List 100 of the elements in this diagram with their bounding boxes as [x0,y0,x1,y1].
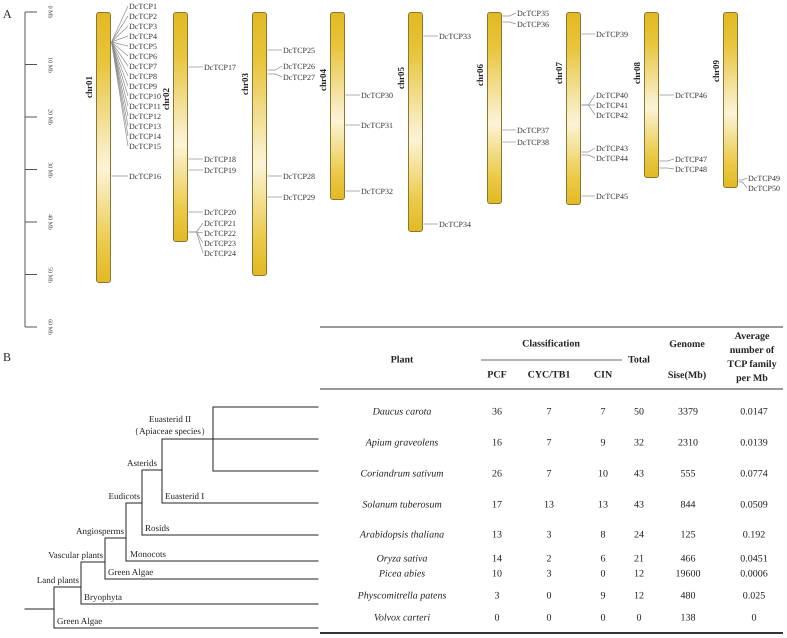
gene-label: DcTCP15 [129,142,161,150]
gene-label: DcTCP31 [361,120,393,130]
table-value: 0.025 [742,590,766,602]
gene-label: DcTCP18 [204,154,236,164]
species-name: Physcomitrella patens [358,590,446,602]
gene-label: DcTCP13 [129,122,161,130]
gene-label: DcTCP30 [361,90,393,100]
leader-line [267,66,282,70]
leader-line [111,42,128,46]
gene-label: DcTCP40 [596,90,628,100]
clade-label: Asterids [127,458,157,468]
table-value: 7 [546,468,552,480]
clade-label: Bryophyta [84,592,122,602]
clade-label: Euasterid I [165,491,204,501]
chromosome-label: chr07 [554,62,564,84]
leader-line [267,74,282,78]
leader-line [111,26,128,42]
table-value: 36 [492,406,502,418]
leader-line [659,168,674,170]
table-value: 7 [546,406,552,418]
table-value: 0.0006 [740,568,768,580]
table-value: 21 [634,553,644,565]
gene-label: DcTCP12 [129,112,161,120]
clade-label: Green Algae [108,567,154,577]
leader-line [738,178,748,180]
table-value: 125 [680,529,696,541]
gene-label: DcTCP23 [204,238,236,248]
leader-line [659,158,674,162]
leader-line [188,66,204,68]
table-value: 555 [680,468,696,480]
table-value: 0 [636,612,642,624]
gene-label: DcTCP26 [283,62,315,70]
clade-label: Vascular plants [48,550,103,560]
chromosome-label: chr02 [161,88,171,110]
leader-line [345,190,360,192]
table-value: 9 [600,590,606,602]
clade-label: Eudicots [108,491,140,501]
species-name: Solanum tuberosum [362,499,442,511]
clade-label: Green Algae [57,616,102,626]
table-value: 9 [600,437,606,449]
table-value: 43 [634,468,644,480]
table-value: 0.0147 [740,406,768,418]
table-value: 12 [634,568,644,580]
table-value: 466 [680,553,696,565]
leader-line [188,158,204,160]
table-value: 10 [492,568,502,580]
gene-label: DcTCP36 [517,20,549,28]
gene-label: DcTCP28 [283,172,315,180]
column-header: Classification [522,338,580,350]
table-value: 0 [600,568,606,580]
chromosome-label: chr08 [632,62,642,84]
table-value: 32 [634,437,644,449]
table-value: 7 [546,437,552,449]
table-value: 0.0451 [740,553,768,565]
gene-label: DcTCP41 [596,100,628,110]
column-header: CIN [594,369,612,381]
gene-label: DcTCP22 [204,228,236,238]
gene-label: DcTCP25 [283,46,315,54]
gene-label: DcTCP38 [517,138,549,146]
gene-label: DcTCP37 [517,126,549,134]
table-value: 2310 [678,437,698,449]
gene-label: DcTCP6 [129,52,157,60]
gene-label: DcTCP4 [129,32,157,40]
table-value: 3379 [678,406,698,418]
gene-label: DcTCP14 [129,132,161,140]
table-value: 13 [598,499,608,511]
gene-label: DcTCP3 [129,22,157,30]
gene-label: DcTCP29 [283,192,315,202]
table-value: 10 [598,468,608,480]
gene-label: DcTCP34 [439,220,471,228]
leader-line [659,94,674,96]
leader-line [502,22,516,24]
gene-label: DcTCP47 [675,154,707,164]
leader-line [345,94,360,96]
leader-line [345,124,360,126]
column-header: Genome Sise(Mb) [666,338,708,382]
column-header: Average number of TCP family per Mb [726,330,778,386]
table-value: 50 [634,406,644,418]
leader-line [581,104,596,116]
chromosome-label: chr04 [318,69,328,91]
column-header: Plant [390,354,414,366]
table-value: 43 [634,499,644,511]
species-name: Volvox carteri [374,612,430,624]
leader-line [111,42,128,66]
table-value: 844 [680,499,696,511]
gene-label: DcTCP43 [596,144,628,152]
clade-label: Monocots [130,549,166,559]
gene-label: DcTCP44 [596,154,628,162]
table-value: 480 [680,590,696,602]
species-name: Daucus carota [372,406,432,418]
leader-line [111,6,128,42]
leader-line [581,154,596,158]
gene-label: DcTCP46 [675,90,707,100]
table-value: 0.0774 [740,468,768,480]
table-value: 13 [492,529,502,541]
panel-letter: B [3,351,12,365]
clade-label: Land plants [36,575,79,585]
gene-label: DcTCP1 [129,2,157,10]
gene-label: DcTCP16 [129,172,161,180]
table-value: 0 [546,612,552,624]
